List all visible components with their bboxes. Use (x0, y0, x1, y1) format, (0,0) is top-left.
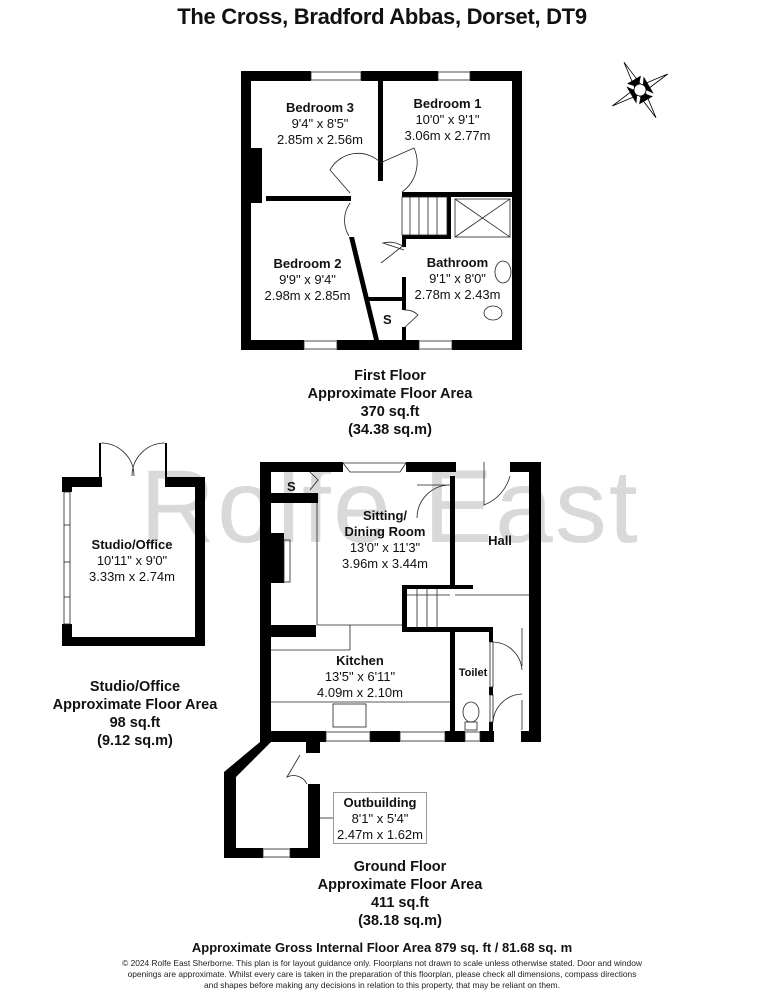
storage-label-first-floor: S (383, 312, 392, 327)
first-floor-fixtures (303, 71, 512, 350)
room-label-bedroom-2: Bedroom 2 9'9" x 9'4" 2.98m x 2.85m (264, 256, 351, 303)
ground-floor-fixtures (262, 462, 529, 858)
room-label-bedroom-3: Bedroom 3 9'4" x 8'5" 2.85m x 2.56m (277, 100, 363, 147)
ground-floor-plan (224, 462, 541, 858)
disclaimer: © 2024 Rolfe East Sherborne. This plan i… (122, 958, 642, 990)
storage-label-ground-floor: S (287, 479, 296, 494)
first-floor-area: First Floor Approximate Floor Area 370 s… (307, 368, 473, 438)
room-label-hall: Hall (488, 533, 512, 548)
gross-internal-area: Approximate Gross Internal Floor Area 87… (191, 940, 573, 955)
studio-fixtures (63, 442, 166, 625)
room-label-studio-office: Studio/Office 10'11" x 9'0" 3.33m x 2.74… (89, 537, 175, 584)
room-label-sitting-dining: Sitting/ Dining Room 13'0" x 11'3" 3.96m… (342, 508, 428, 571)
first-floor-plan (241, 71, 522, 350)
room-label-bedroom-1: Bedroom 1 10'0" x 9'1" 3.06m x 2.77m (404, 96, 491, 143)
room-label-kitchen: Kitchen 13'5" x 6'11" 4.09m x 2.10m (317, 653, 403, 700)
compass-rose-icon (612, 62, 668, 118)
ground-floor-area: Ground Floor Approximate Floor Area 411 … (317, 859, 483, 929)
studio-plan (62, 443, 205, 646)
room-label-outbuilding: Outbuilding 8'1" x 5'4" 2.47m x 1.62m (333, 792, 427, 844)
page-title: The Cross, Bradford Abbas, Dorset, DT9 (177, 4, 587, 29)
room-label-toilet: Toilet (458, 667, 488, 679)
studio-area: Studio/Office Approximate Floor Area 98 … (52, 679, 218, 749)
room-label-bathroom: Bathroom 9'1" x 8'0" 2.78m x 2.43m (414, 255, 501, 302)
